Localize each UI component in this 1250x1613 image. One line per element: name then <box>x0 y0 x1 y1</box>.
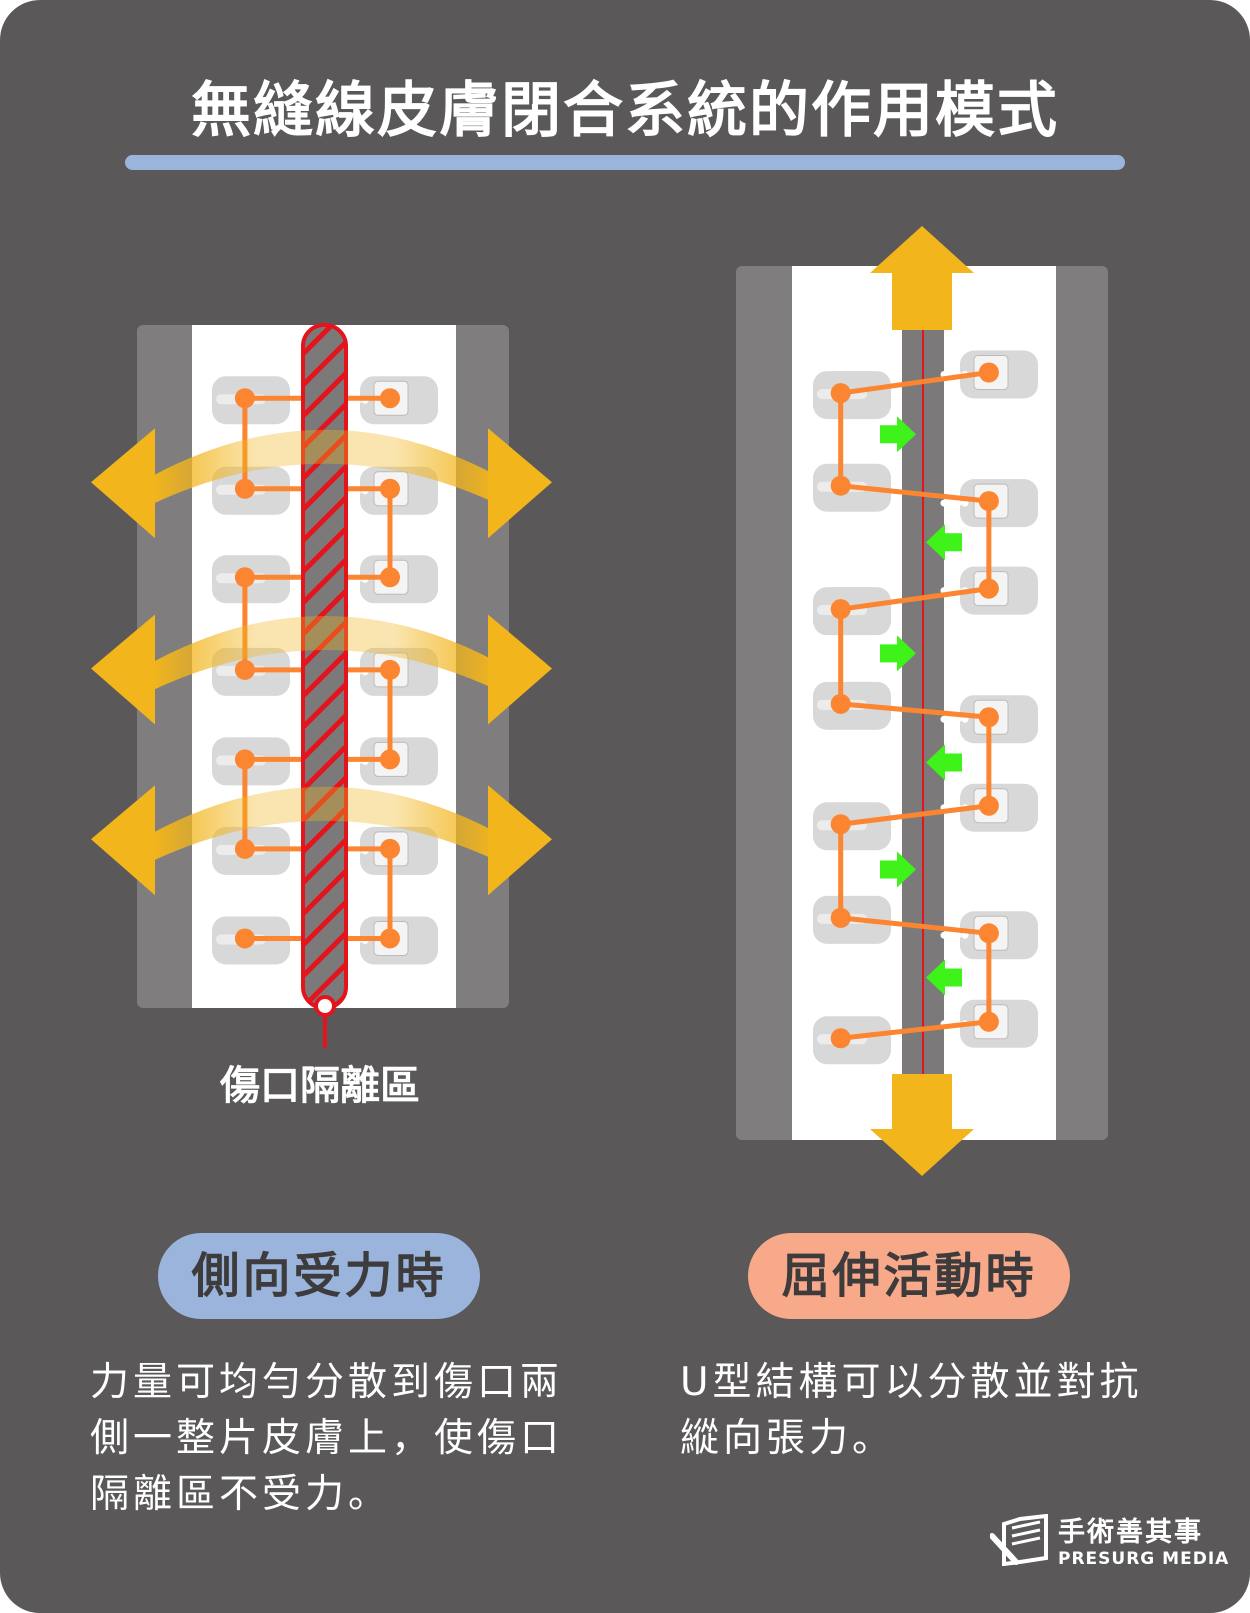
flexion-label: 屈伸活動時 <box>748 1233 1070 1319</box>
suture-anchor-dot <box>830 383 851 404</box>
green-arrow-left <box>926 959 962 996</box>
lateral-force-label: 側向受力時 <box>158 1233 480 1319</box>
wound-isolation-zone <box>301 323 348 1010</box>
suture-anchor-dot <box>379 928 400 949</box>
suture-anchor-dot <box>830 599 851 620</box>
suture-anchor-dot <box>830 1028 851 1049</box>
lateral-arrow-right <box>488 428 552 539</box>
lateral-force-diagram <box>91 323 552 1048</box>
suture-anchor-dot <box>379 749 400 770</box>
green-arrow-right <box>880 416 916 453</box>
lateral-arrow-left <box>91 428 155 539</box>
tension-arrow-up <box>870 226 974 330</box>
zip-tooth <box>940 499 948 507</box>
lateral-arrow-right <box>488 785 552 896</box>
zip-tooth <box>947 499 955 507</box>
zip-tooth <box>940 931 948 939</box>
wound-isolation-zone-label: 傷口隔離區 <box>220 1063 420 1109</box>
zip-tooth <box>940 715 948 723</box>
tension-arrow-down <box>870 1074 974 1176</box>
suture-anchor-dot <box>978 491 999 512</box>
page-title: 無縫線皮膚閉合系統的作用模式 <box>191 76 1059 146</box>
zone-pointer-dot <box>314 995 336 1017</box>
suture-anchor-dot <box>978 1011 999 1032</box>
force-band <box>152 786 498 862</box>
suture-anchor-dot <box>379 567 400 588</box>
suture-anchor-dot <box>379 659 400 680</box>
suture-anchor-dot <box>978 795 999 816</box>
zip-tooth <box>954 499 962 507</box>
lateral-arrow-right <box>488 614 552 725</box>
logo-name-en: PRESURG MEDIA <box>1058 1549 1230 1569</box>
suture-anchor-dot <box>234 749 255 770</box>
zip-tooth <box>954 715 962 723</box>
lateral-arrow-left <box>91 614 155 725</box>
zip-tooth <box>961 499 969 507</box>
zip-tooth <box>961 931 969 939</box>
suture-anchor-dot <box>978 362 999 383</box>
suture-anchor-dot <box>234 478 255 499</box>
suture-anchor-dot <box>379 478 400 499</box>
zip-tooth <box>947 715 955 723</box>
green-arrow-right <box>880 635 916 672</box>
suture-anchor-dot <box>978 578 999 599</box>
suture-strand <box>840 803 990 827</box>
suture-strand <box>840 701 990 720</box>
green-arrow-left <box>926 744 962 781</box>
suture-anchor-dot <box>234 567 255 588</box>
suture-strand <box>840 370 990 396</box>
suture-anchor-dot <box>978 923 999 944</box>
force-band <box>152 615 498 691</box>
lateral-force-description: 力量可均勻分散到傷口兩側一整片皮膚上，使傷口隔離區不受力。 <box>90 1360 564 1517</box>
suture-anchor-dot <box>830 814 851 835</box>
suture-anchor-dot <box>379 388 400 409</box>
suture-strand <box>840 1019 990 1041</box>
green-arrow-left <box>926 524 962 561</box>
title-underline <box>125 155 1125 170</box>
suture-strand <box>840 915 990 936</box>
suture-anchor-dot <box>234 659 255 680</box>
suture-anchor-dot <box>379 838 400 859</box>
suture-anchor-dot <box>234 838 255 859</box>
flexion-description: U型結構可以分散並對抗縱向張力。 <box>680 1360 1143 1461</box>
green-arrow-right <box>880 851 916 888</box>
logo-name-zh: 手術善其事 <box>1058 1517 1203 1548</box>
force-band <box>152 429 498 505</box>
zip-tooth <box>947 931 955 939</box>
suture-anchor-dot <box>234 388 255 409</box>
suture-anchor-dot <box>978 707 999 728</box>
book-scalpel-logo-icon <box>990 1513 1048 1566</box>
suture-anchor-dot <box>234 928 255 949</box>
suture-anchor-dot <box>830 475 851 496</box>
zip-tooth <box>954 931 962 939</box>
flexion-diagram <box>736 226 1108 1176</box>
brand-logo: 手術善其事 PRESURG MEDIA <box>990 1510 1229 1569</box>
lateral-arrow-left <box>91 785 155 896</box>
suture-strand <box>840 586 990 612</box>
suture-anchor-dot <box>830 693 851 714</box>
suture-anchor-dot <box>830 907 851 928</box>
suture-strand <box>840 483 990 504</box>
